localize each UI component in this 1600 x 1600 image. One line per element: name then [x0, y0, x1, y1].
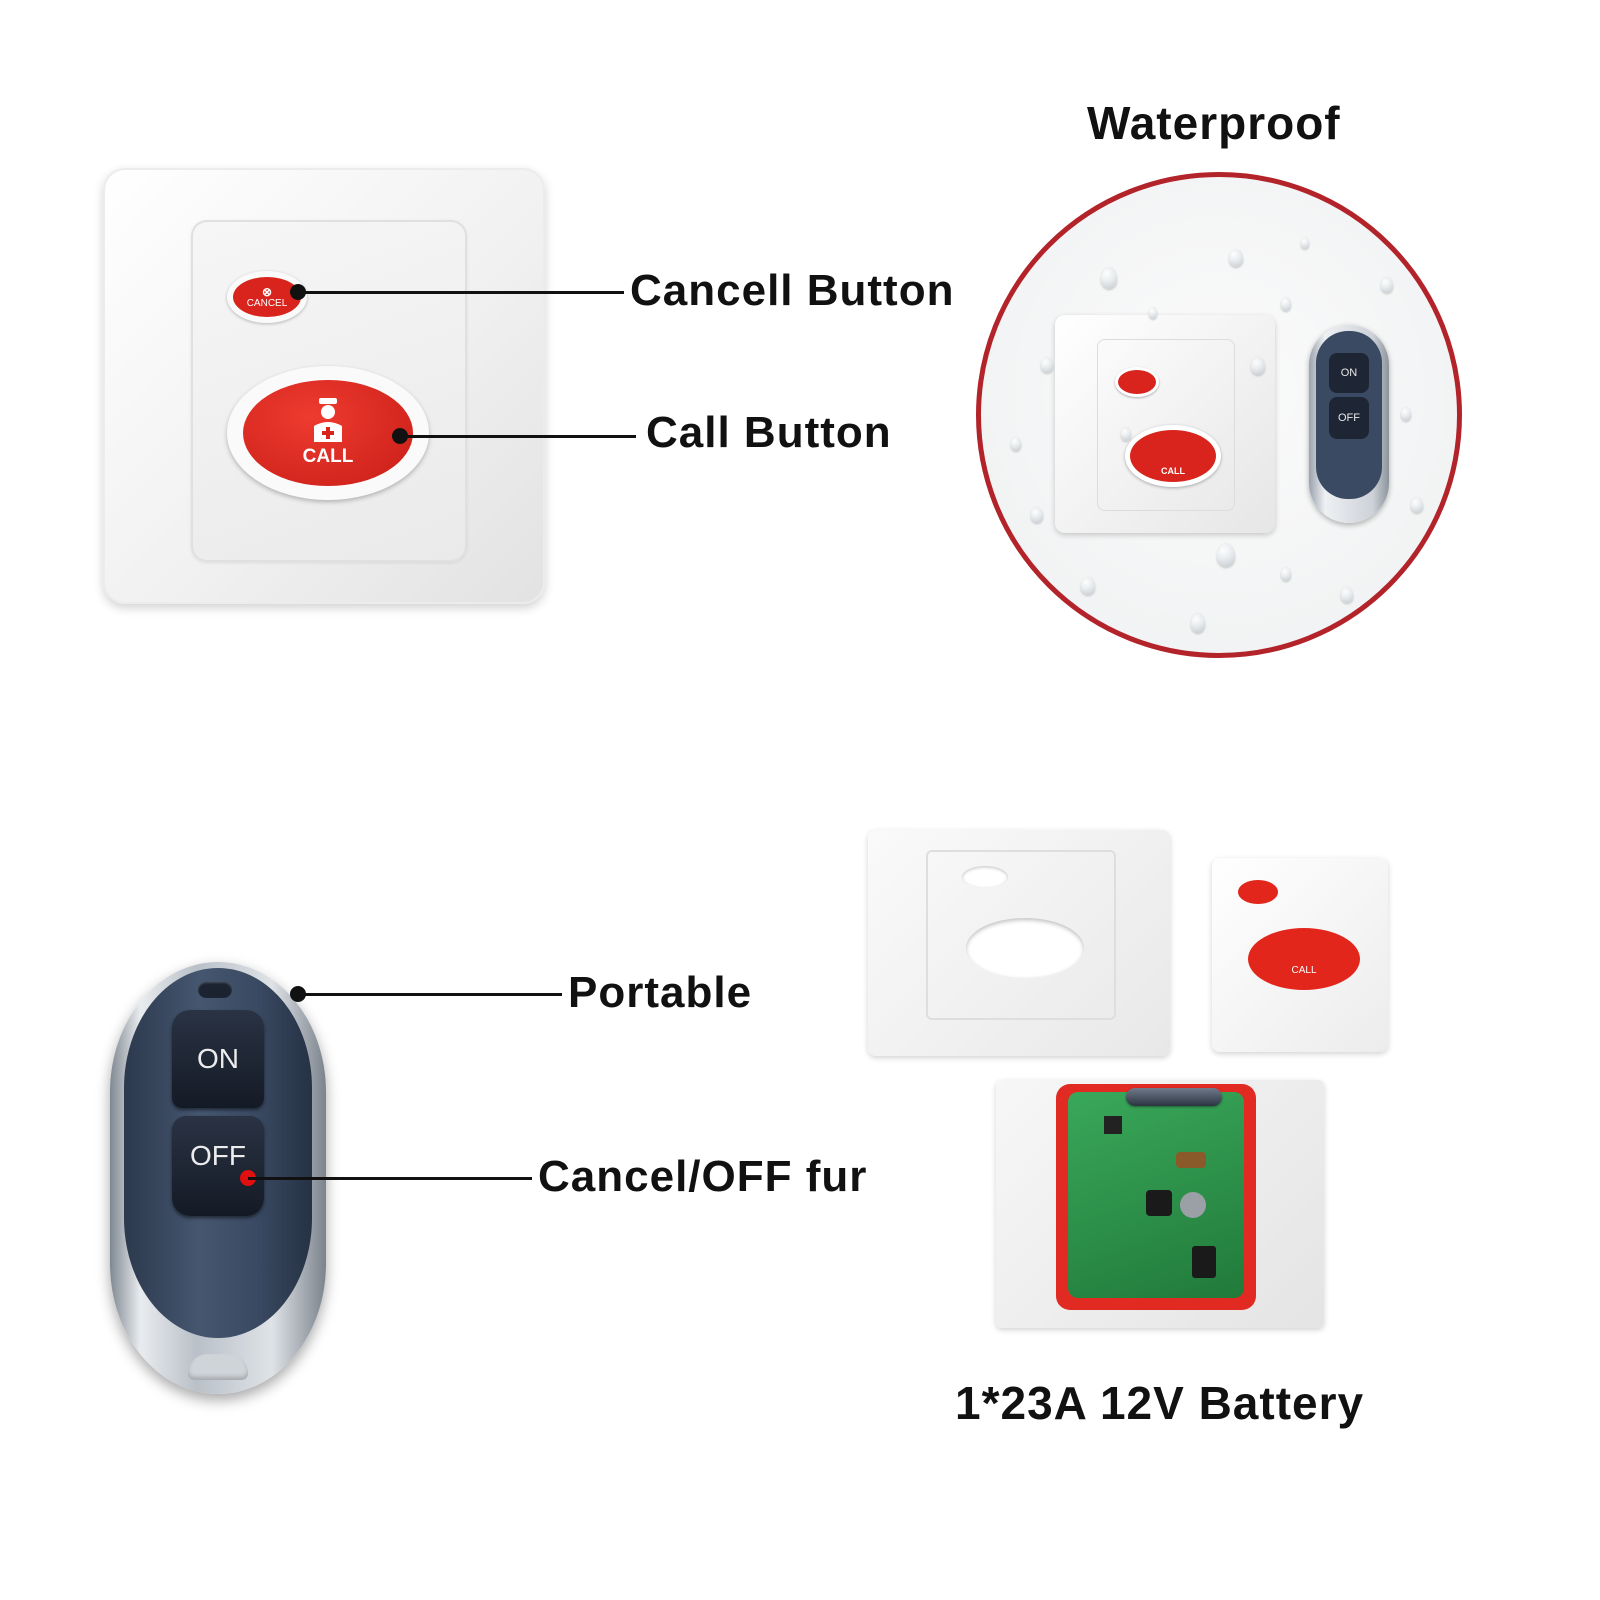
call-callout-line: [400, 435, 636, 438]
battery-23a: [1126, 1088, 1222, 1106]
mini-off-label: OFF: [1338, 412, 1360, 424]
cancel-button-label: CANCEL: [246, 297, 288, 309]
mini-call-button: CALL: [1125, 425, 1221, 487]
nurse-icon: [314, 398, 342, 442]
module-cancel-button: [1238, 880, 1278, 904]
frame-small-hole: [962, 866, 1008, 888]
call-device: ⊗ CANCEL CALL: [103, 168, 545, 604]
portable-label: Portable: [568, 968, 753, 1017]
mini-call-device: CALL: [1055, 315, 1275, 533]
cancel-callout-line: [298, 291, 624, 294]
mini-remote: ON OFF: [1309, 325, 1389, 523]
mini-on-label: ON: [1340, 367, 1358, 379]
remote-on-label: ON: [197, 1043, 239, 1074]
cancel-button-label-callout: Cancell Button: [630, 266, 955, 315]
waterproof-title: Waterproof: [1087, 97, 1341, 149]
pcb-component-a: [1104, 1116, 1122, 1134]
remote-led: [198, 982, 232, 998]
frame-large-hole: [966, 918, 1084, 978]
call-button-label-callout: Call Button: [646, 408, 892, 457]
remote-keyring-loop: [188, 1354, 248, 1380]
call-button-label: CALL: [302, 446, 354, 467]
pcb-capacitor: [1180, 1192, 1206, 1218]
pcb-switch: [1146, 1190, 1172, 1216]
cancel-off-callout-line: [248, 1177, 532, 1180]
module-call-button: CALL: [1248, 928, 1360, 990]
cancel-x-icon: ⊗: [261, 284, 273, 299]
remote-off-button[interactable]: OFF: [172, 1116, 264, 1216]
button-panel-module: CALL: [1212, 858, 1388, 1052]
remote-on-button[interactable]: ON: [172, 1010, 264, 1108]
module-call-label: CALL: [1291, 965, 1317, 976]
portable-callout-line: [298, 993, 562, 996]
battery-label: 1*23A 12V Battery: [955, 1377, 1365, 1429]
pcb-component-b: [1176, 1152, 1206, 1168]
mini-call-label: CALL: [1161, 466, 1185, 476]
remote-off-label: OFF: [190, 1140, 246, 1171]
device-back-base: [996, 1080, 1324, 1328]
device-front-frame: [868, 830, 1170, 1056]
waterproof-circle: CALL ON OFF: [976, 172, 1462, 658]
pcb-chip: [1192, 1246, 1216, 1278]
call-button[interactable]: CALL: [227, 366, 429, 500]
cancel-off-label: Cancel/OFF fur: [538, 1152, 868, 1201]
mini-cancel-button: [1115, 367, 1159, 397]
